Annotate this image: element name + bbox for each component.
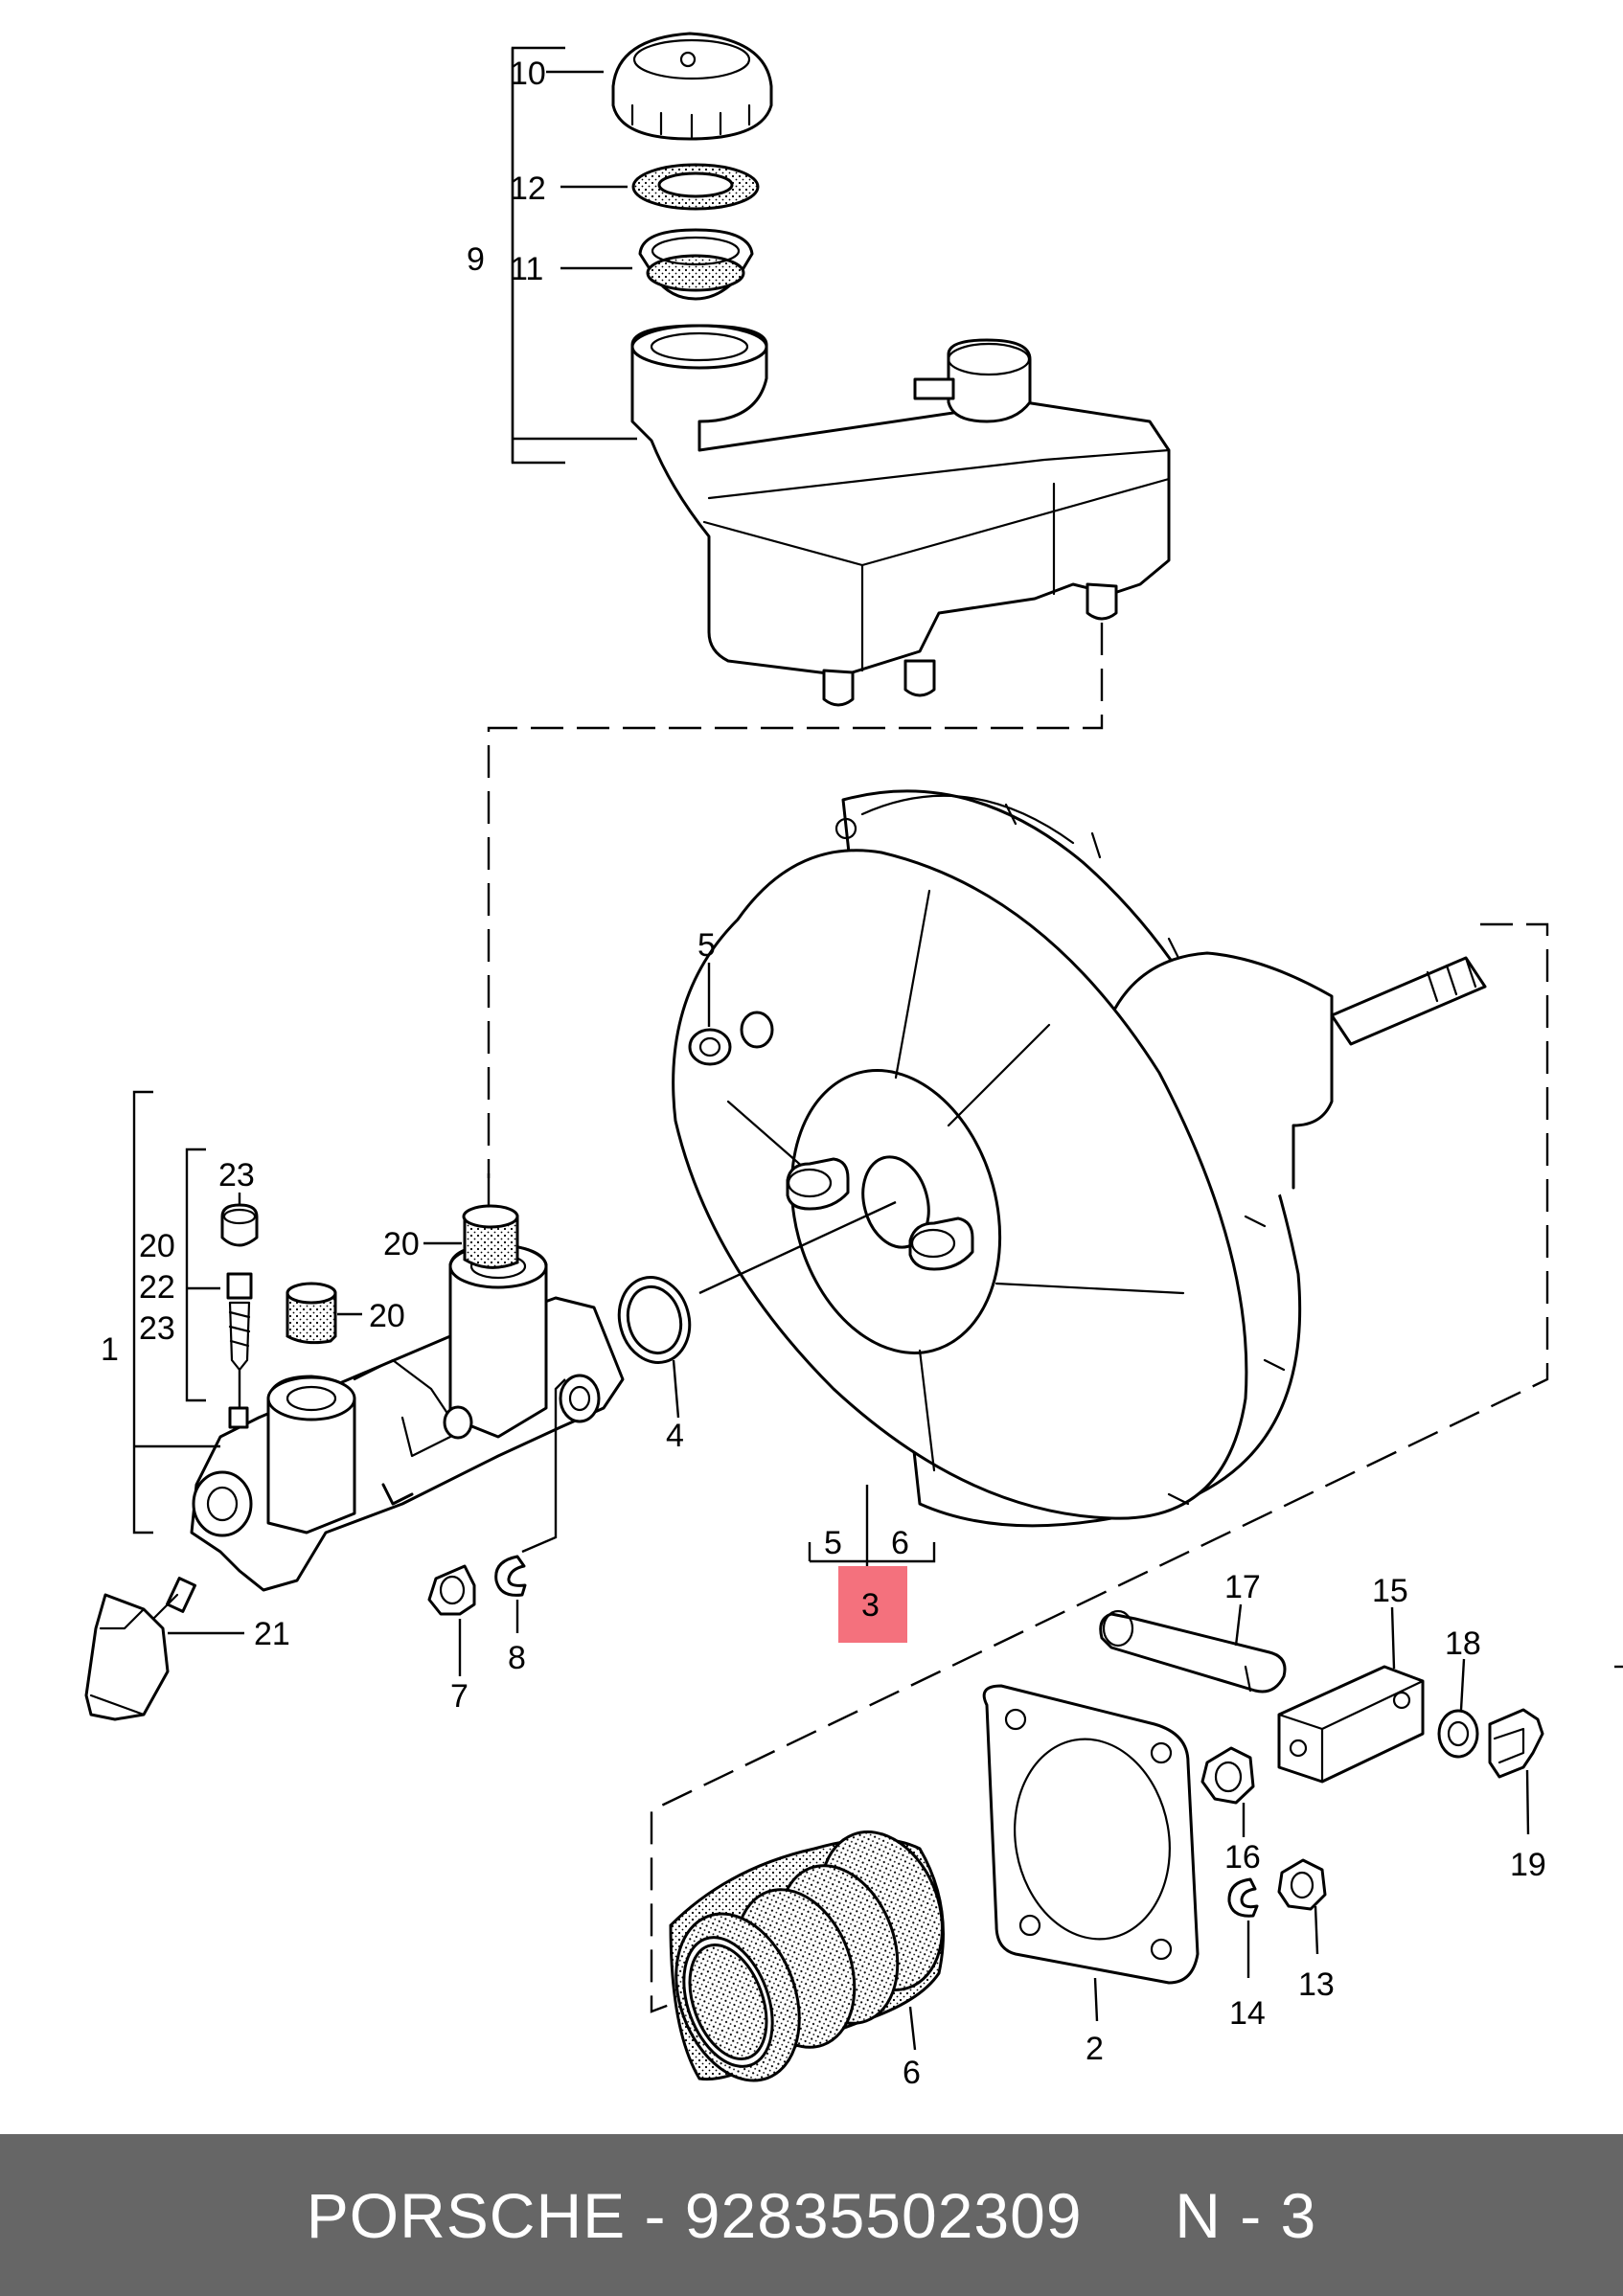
callout-17: 17	[1224, 1569, 1261, 1605]
clevis-pin	[1099, 1609, 1287, 1694]
callout-19: 19	[1510, 1847, 1546, 1883]
callout-6-group: 6	[891, 1525, 909, 1561]
washer-18	[1437, 1709, 1479, 1759]
master-cylinder	[190, 1243, 625, 1592]
callout-13: 13	[1298, 1966, 1335, 2003]
callout-14: 14	[1229, 1995, 1266, 2032]
callout-21: 21	[254, 1616, 290, 1652]
dashed-line-booster-right	[650, 922, 1549, 2013]
callout-18: 18	[1445, 1625, 1481, 1662]
callout-23: 23	[139, 1310, 175, 1347]
brake-light-switch	[84, 1577, 196, 1721]
bracket-20-22-23	[185, 1148, 206, 1402]
plug-20-upper	[462, 1204, 519, 1269]
callout-16: 16	[1224, 1839, 1261, 1875]
nut-13	[1277, 1858, 1327, 1911]
reservoir-cap	[611, 32, 773, 141]
nut-7	[427, 1564, 476, 1616]
callout-10: 10	[510, 56, 546, 92]
dashed-line-reservoir	[487, 623, 1104, 1178]
parts-diagram: 10 12 9 11 5 6 3 5 4	[84, 32, 1623, 2091]
callout-8: 8	[508, 1640, 526, 1676]
spring-clip	[1488, 1708, 1544, 1779]
part-number-caption: PORSCHE - 92835502309 N - 3	[306, 2179, 1317, 2251]
bracket-1	[132, 1090, 153, 1534]
highlight-box-part-3	[838, 1566, 907, 1643]
callout-6: 6	[903, 2055, 921, 2091]
clevis-block	[1277, 1665, 1425, 1784]
callout-7: 7	[450, 1678, 469, 1715]
cap-seal	[631, 163, 760, 211]
callout-9: 9	[467, 241, 485, 278]
circlip-8	[494, 1555, 527, 1597]
callout-20-right: 20	[369, 1298, 405, 1334]
circlip-14	[1227, 1877, 1259, 1918]
mounting-gasket	[982, 1684, 1200, 1985]
callout-23-top: 23	[218, 1157, 255, 1193]
callout-1: 1	[101, 1331, 119, 1368]
callout-15: 15	[1372, 1573, 1408, 1609]
callout-3: 3	[861, 1587, 880, 1624]
seal-ring	[617, 1276, 692, 1364]
callout-11: 11	[510, 251, 543, 287]
boot	[669, 1830, 945, 2082]
brake-booster	[672, 789, 1487, 1528]
dust-cap	[220, 1203, 259, 1247]
strainer	[638, 228, 754, 301]
plug-20-small	[286, 1282, 337, 1345]
footer-bar: PORSCHE - 92835502309 N - 3	[0, 2134, 1623, 2296]
brake-fluid-reservoir	[630, 324, 1171, 707]
nut-16	[1200, 1746, 1255, 1805]
callout-5: 5	[697, 927, 716, 964]
bleeder-screw	[226, 1272, 253, 1408]
callout-12: 12	[510, 170, 546, 207]
callout-20-upper: 20	[383, 1226, 420, 1262]
callout-5-group: 5	[824, 1525, 842, 1561]
callout-2: 2	[1086, 2031, 1104, 2067]
callout-4: 4	[666, 1418, 684, 1454]
callout-22: 22	[139, 1269, 175, 1306]
callout-20-left: 20	[139, 1228, 175, 1264]
